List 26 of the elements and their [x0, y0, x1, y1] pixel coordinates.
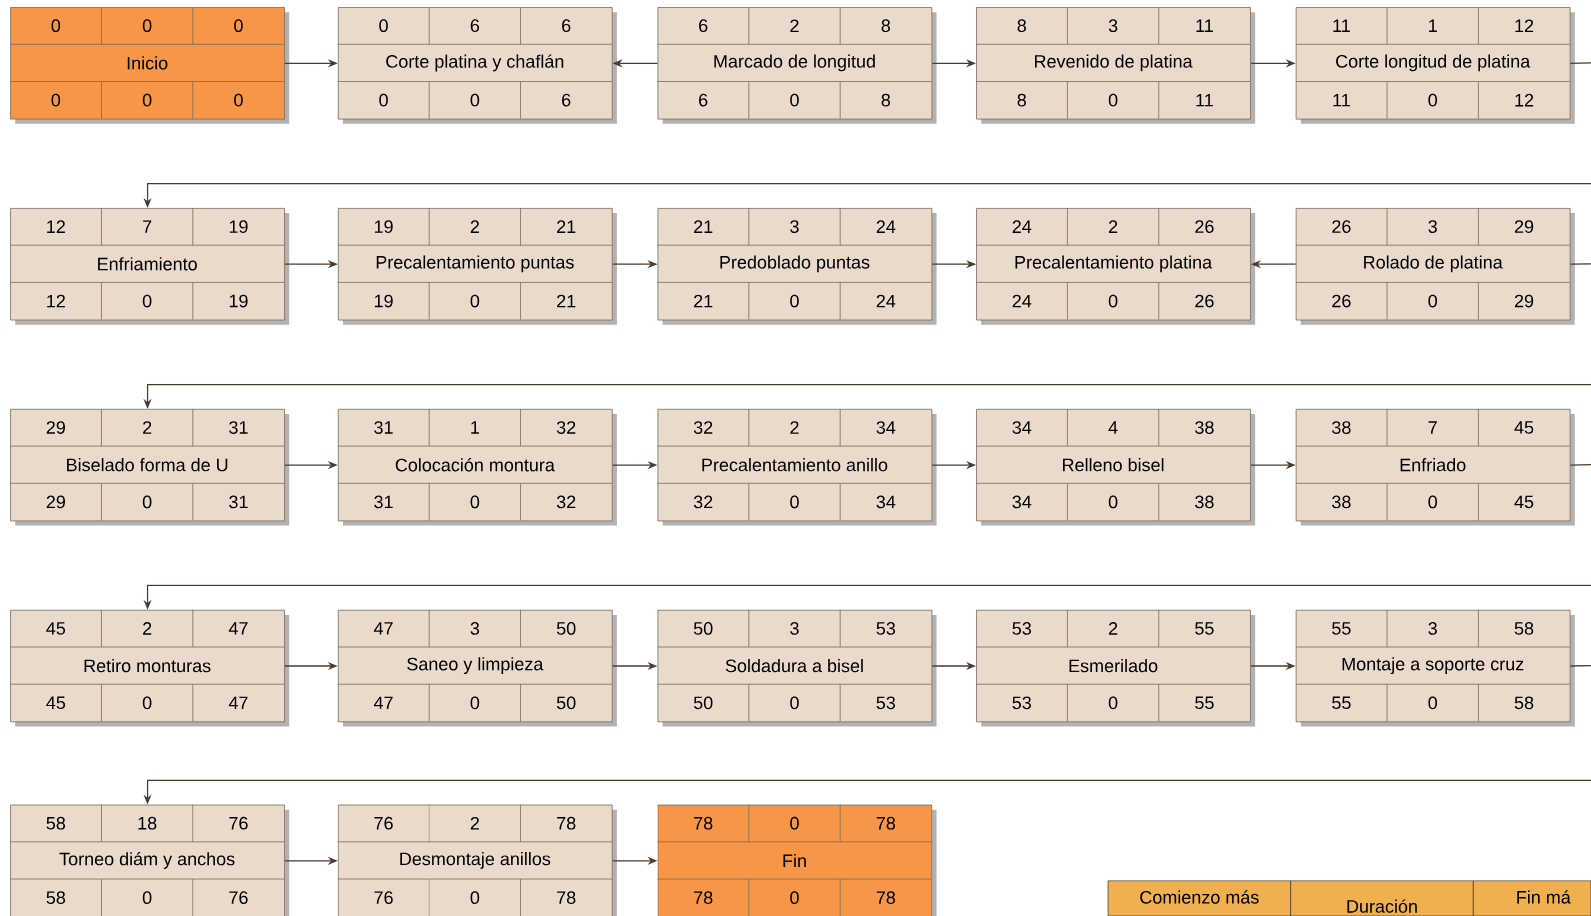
activity-box: 0 6 6 Corte platina y chaflán 0 0 6 — [337, 6, 617, 124]
activity-box: 55 3 58 Montaje a soporte cruz 55 0 58 — [1295, 609, 1575, 727]
table-cell: Comienzo más — [1107, 880, 1292, 916]
activity-box: 11 1 12 Corte longitud de platina 11 0 12 — [1295, 6, 1575, 124]
activity-box: 21 3 24 Predoblado puntas 21 0 24 — [657, 207, 937, 325]
activity-box: 31 1 32 Colocación montura 31 0 32 — [337, 408, 617, 526]
activity-box: 26 3 29 Rolado de platina 26 0 29 — [1295, 207, 1575, 325]
activity-box: 78 0 78 Fin 78 0 78 — [657, 804, 937, 916]
activity-box: 38 7 45 Enfriado 38 0 45 — [1295, 408, 1575, 526]
activity-box: 12 7 19 Enfriamiento 12 0 19 — [9, 207, 290, 325]
activity-box: 50 3 53 Soldadura a bisel 50 0 53 — [657, 609, 937, 727]
activity-box: 6 2 8 Marcado de longitud 6 0 8 — [657, 6, 937, 124]
table-cell: Duración — [1290, 880, 1474, 916]
activity-box: 76 2 78 Desmontaje anillos 76 0 78 — [337, 804, 617, 916]
activity-box: 53 2 55 Esmerilado 53 0 55 — [975, 609, 1256, 727]
activity-box: 29 2 31 Biselado forma de U 29 0 31 — [9, 408, 290, 526]
table-cell: Fin má — [1472, 880, 1591, 916]
activity-box: 47 3 50 Saneo y limpieza 47 0 50 — [337, 609, 617, 727]
activity-box: 0 0 0 Inicio 0 0 0 — [9, 6, 290, 124]
activity-box: 24 2 26 Precalentamiento platina 24 0 26 — [975, 207, 1256, 325]
activity-box: 32 2 34 Precalentamiento anillo 32 0 34 — [657, 408, 937, 526]
activity-box: 19 2 21 Precalentamiento puntas 19 0 21 — [337, 207, 617, 325]
activity-box: 34 4 38 Relleno bisel 34 0 38 — [975, 408, 1256, 526]
activity-box: 58 18 76 Torneo diám y anchos 58 0 76 — [9, 804, 290, 916]
activity-box: 45 2 47 Retiro monturas 45 0 47 — [9, 609, 290, 727]
activity-box: 8 3 11 Revenido de platina 8 0 11 — [975, 6, 1256, 124]
